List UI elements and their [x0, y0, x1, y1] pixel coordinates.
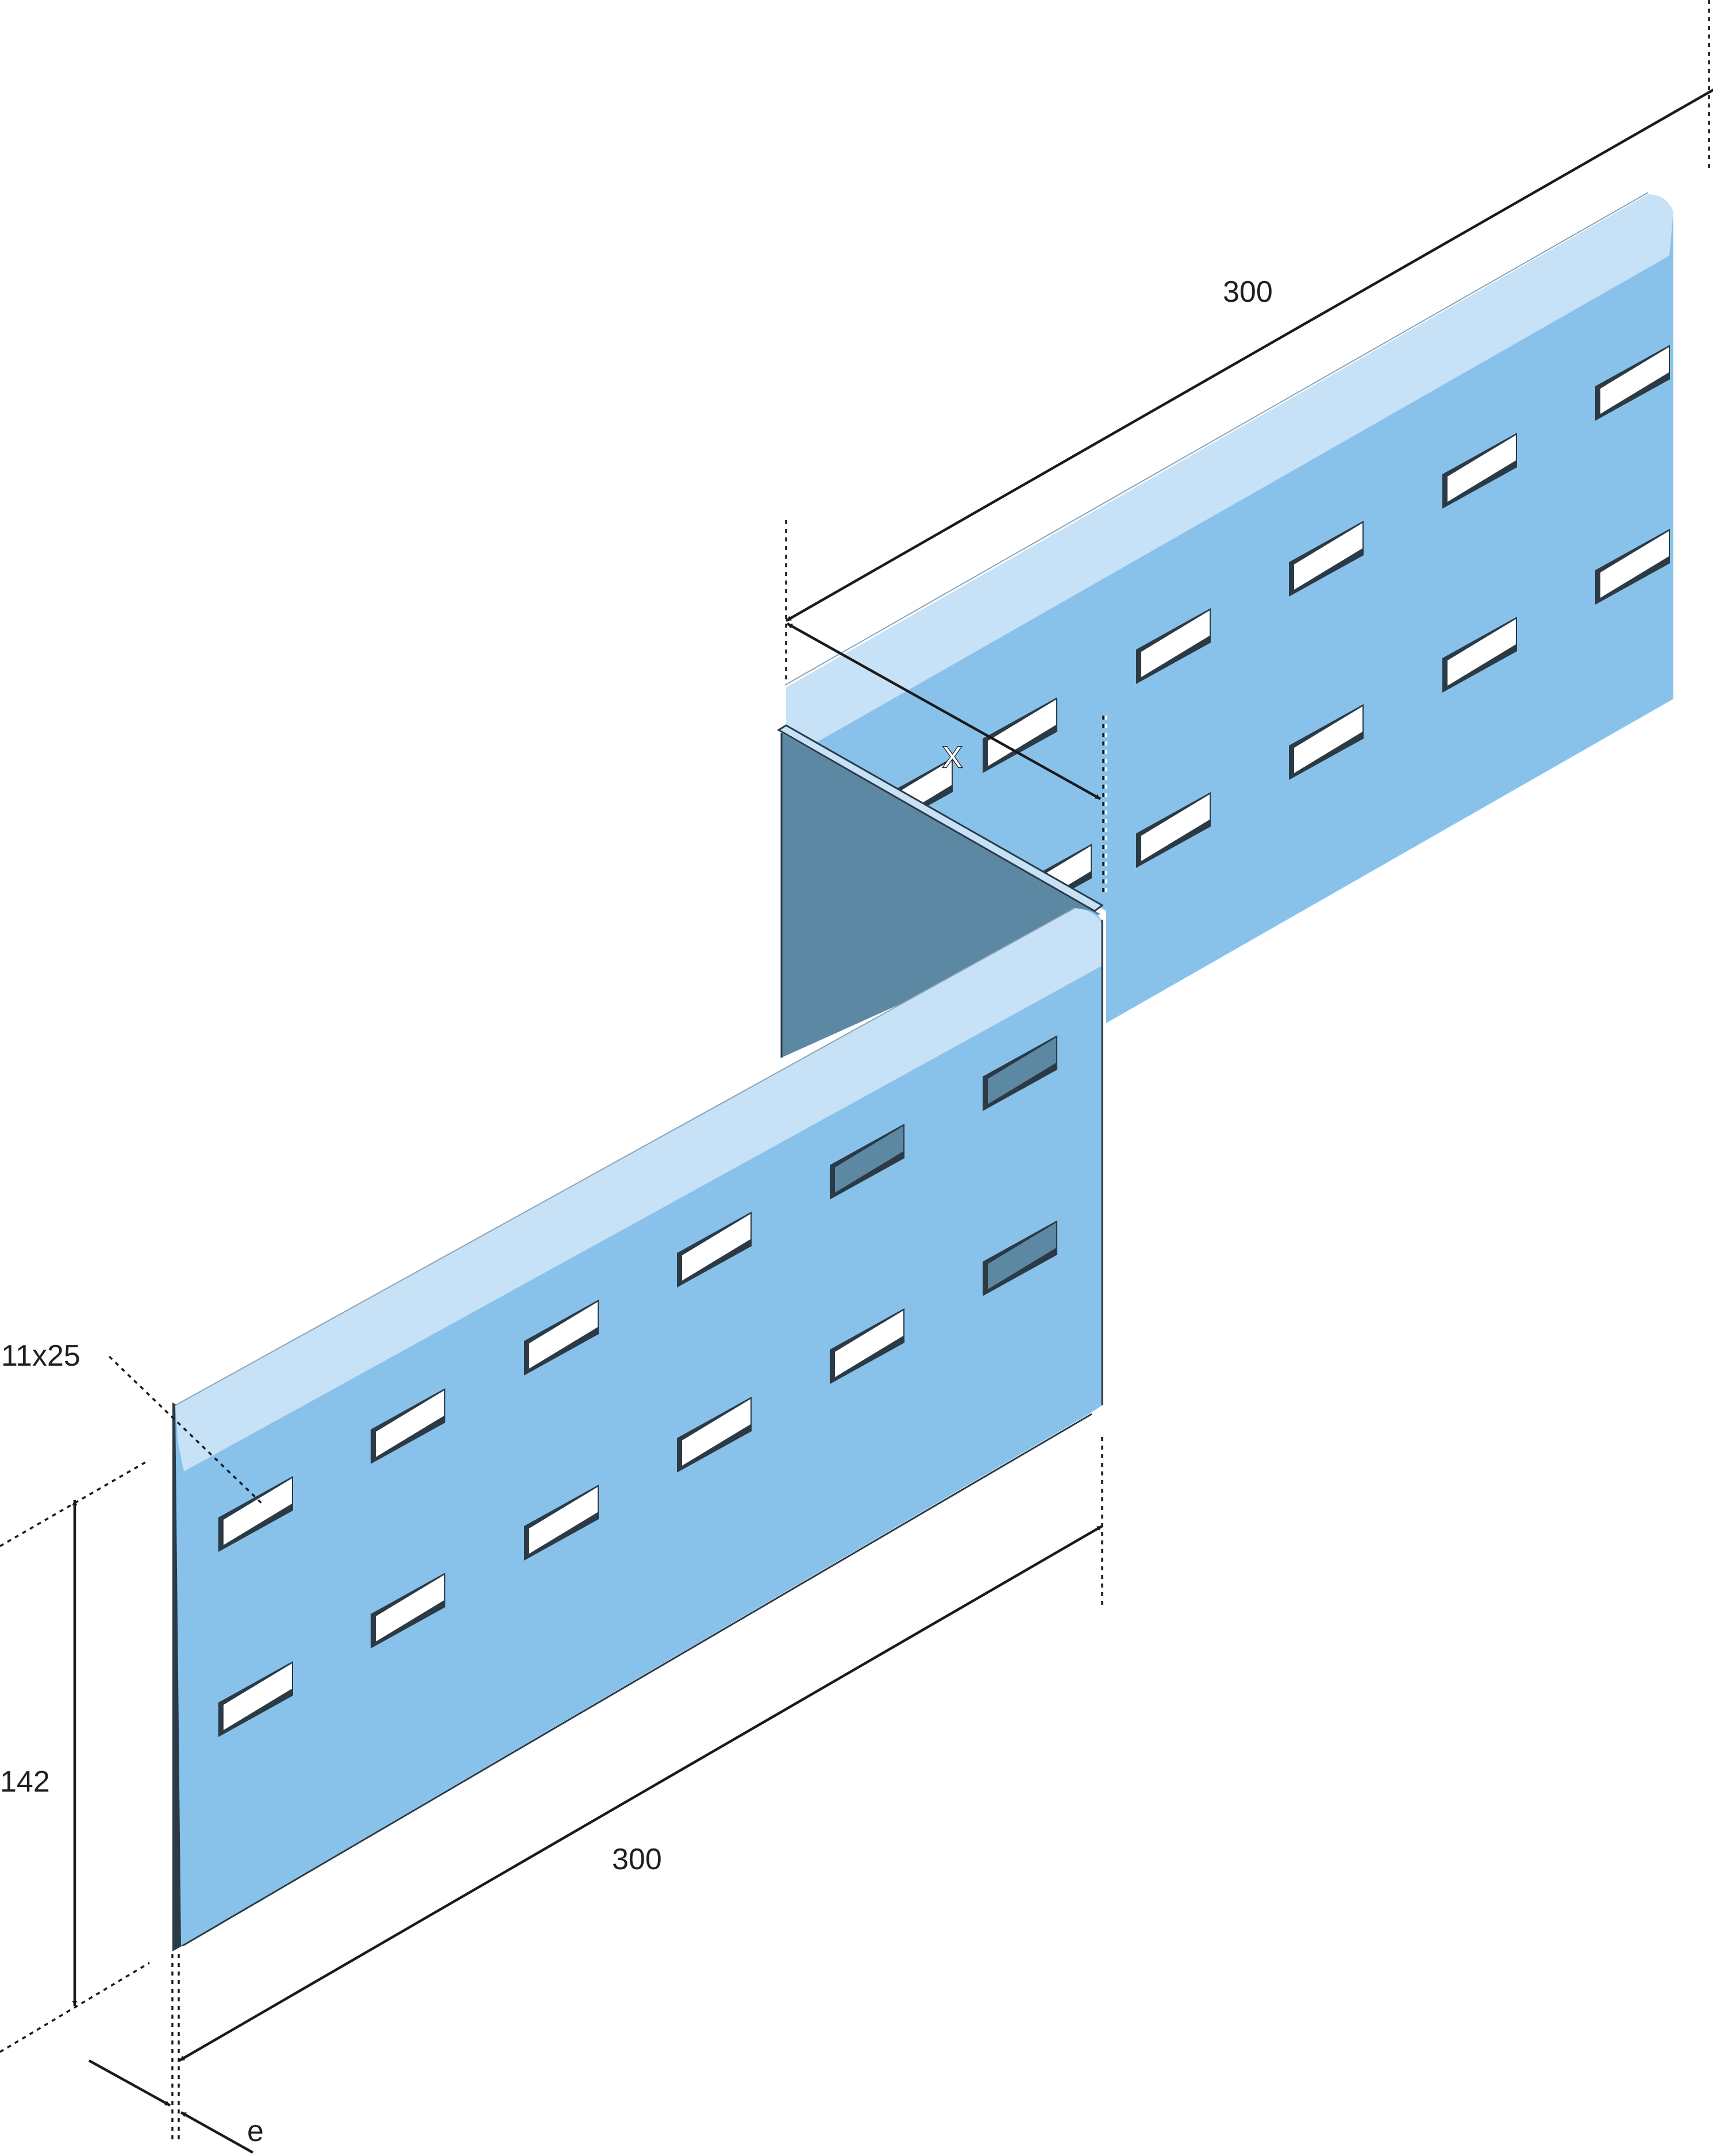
slot [371, 1388, 445, 1464]
bottom-length-label: 300 [612, 1843, 662, 1876]
slot [1289, 704, 1364, 780]
slot [830, 1308, 904, 1384]
front-plate-bevel [175, 908, 1102, 1471]
dimension-top-length: 300 [785, 0, 1713, 684]
slot [830, 1124, 904, 1200]
inner-fold-face [782, 733, 1100, 1058]
slot [1136, 608, 1211, 684]
front-plate-face [175, 908, 1102, 1946]
offset-label: X [942, 741, 963, 774]
dimension-height: 142 [0, 1459, 150, 2053]
slot [1442, 617, 1517, 693]
slot [677, 1397, 752, 1473]
slot [1136, 792, 1211, 868]
dimension-slot: 11x25 [1, 1339, 263, 1504]
slot [983, 1220, 1057, 1296]
dimension-bottom-length: 300 [171, 1437, 1103, 2144]
top-length-label: 300 [1223, 275, 1273, 309]
slot-size-label: 11x25 [1, 1339, 80, 1373]
thickness-label: e [247, 2115, 264, 2148]
slot [524, 1300, 599, 1375]
dimension-thickness: e [88, 2059, 264, 2154]
slot [677, 1212, 752, 1288]
height-label: 142 [0, 1765, 50, 1798]
dimension-offset: X [786, 622, 1107, 897]
slot [983, 1035, 1057, 1111]
